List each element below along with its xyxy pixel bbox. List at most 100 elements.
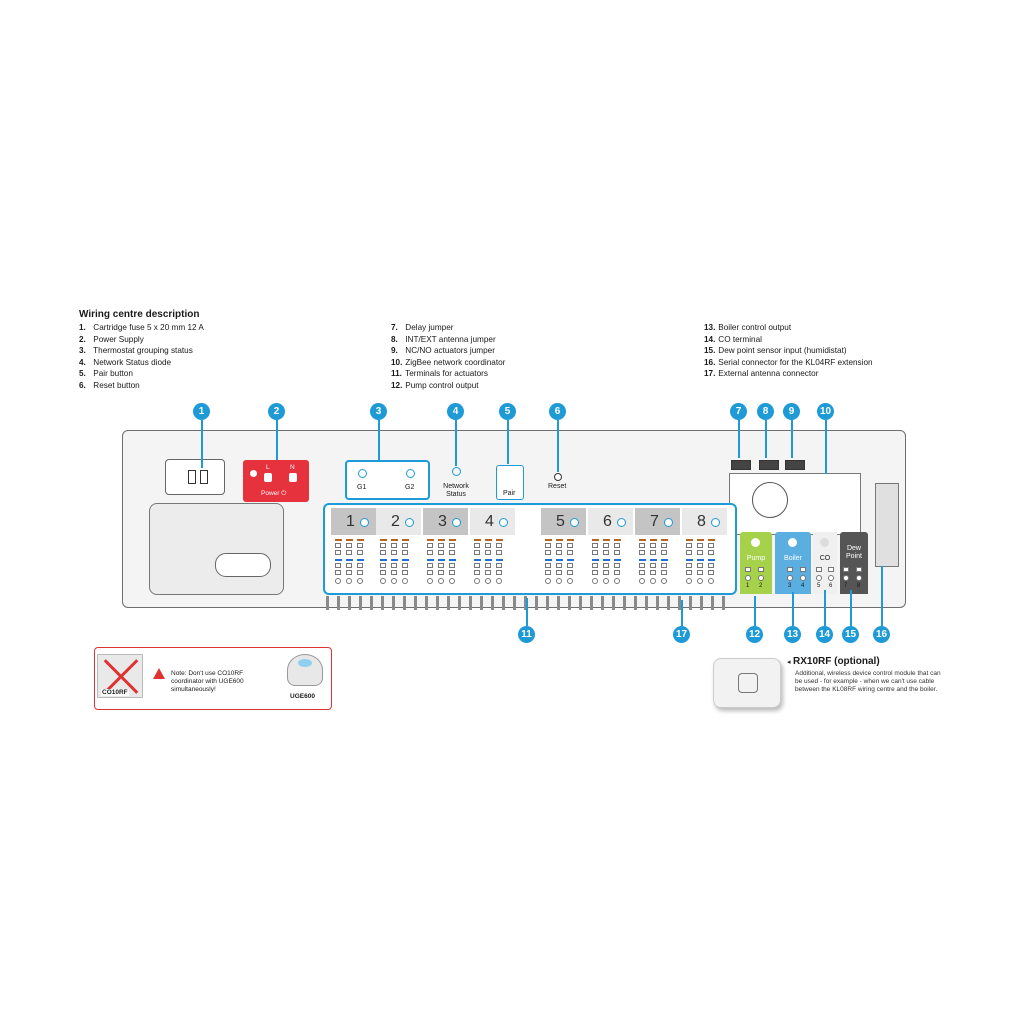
output-terminal[interactable] — [843, 567, 849, 572]
terminal-screw[interactable] — [335, 578, 341, 584]
terminal-screw[interactable] — [427, 578, 433, 584]
actuator-terminal[interactable] — [380, 570, 386, 575]
actuator-terminal[interactable] — [496, 550, 502, 555]
actuator-terminal[interactable] — [485, 563, 491, 568]
actuator-terminal[interactable] — [567, 543, 573, 548]
actuator-terminal[interactable] — [545, 563, 551, 568]
terminal-screw[interactable] — [402, 578, 408, 584]
actuator-terminal[interactable] — [496, 543, 502, 548]
actuator-terminal[interactable] — [380, 563, 386, 568]
output-terminal-screw[interactable] — [745, 575, 751, 581]
actuator-terminal[interactable] — [614, 570, 620, 575]
output-terminal[interactable] — [758, 567, 764, 572]
actuator-terminal[interactable] — [661, 570, 667, 575]
actuator-terminal[interactable] — [335, 543, 341, 548]
output-terminal[interactable] — [816, 567, 822, 572]
actuator-terminal[interactable] — [614, 550, 620, 555]
terminal-screw[interactable] — [485, 578, 491, 584]
actuator-terminal[interactable] — [438, 563, 444, 568]
actuator-terminal[interactable] — [545, 550, 551, 555]
actuator-terminal[interactable] — [357, 550, 363, 555]
output-terminal[interactable] — [828, 567, 834, 572]
actuator-terminal[interactable] — [592, 550, 598, 555]
output-terminal-screw[interactable] — [758, 575, 764, 581]
actuator-terminal[interactable] — [346, 563, 352, 568]
actuator-terminal[interactable] — [603, 550, 609, 555]
actuator-terminal[interactable] — [335, 563, 341, 568]
actuator-terminal[interactable] — [545, 543, 551, 548]
actuator-terminal[interactable] — [556, 543, 562, 548]
terminal-screw[interactable] — [650, 578, 656, 584]
terminal-screw[interactable] — [357, 578, 363, 584]
terminal-screw[interactable] — [496, 578, 502, 584]
actuator-terminal[interactable] — [449, 563, 455, 568]
reset-button[interactable] — [554, 473, 562, 481]
output-terminal-screw[interactable] — [787, 575, 793, 581]
actuator-terminal[interactable] — [357, 543, 363, 548]
actuator-terminal[interactable] — [567, 570, 573, 575]
actuator-terminal[interactable] — [474, 563, 480, 568]
actuator-terminal[interactable] — [592, 543, 598, 548]
actuator-terminal[interactable] — [556, 550, 562, 555]
actuator-terminal[interactable] — [592, 570, 598, 575]
actuator-terminal[interactable] — [335, 570, 341, 575]
delay-jumper[interactable] — [731, 460, 751, 470]
actuator-terminal[interactable] — [686, 563, 692, 568]
actuator-terminal[interactable] — [686, 543, 692, 548]
actuator-terminal[interactable] — [650, 550, 656, 555]
actuator-terminal[interactable] — [697, 543, 703, 548]
actuator-terminal[interactable] — [427, 550, 433, 555]
actuator-terminal[interactable] — [357, 563, 363, 568]
output-terminal-screw[interactable] — [843, 575, 849, 581]
actuator-terminal[interactable] — [346, 543, 352, 548]
actuator-terminal[interactable] — [402, 563, 408, 568]
nc-no-jumper[interactable] — [785, 460, 805, 470]
terminal-screw[interactable] — [614, 578, 620, 584]
terminal-screw[interactable] — [661, 578, 667, 584]
actuator-terminal[interactable] — [545, 570, 551, 575]
actuator-terminal[interactable] — [567, 550, 573, 555]
output-terminal-screw[interactable] — [828, 575, 834, 581]
actuator-terminal[interactable] — [391, 543, 397, 548]
actuator-terminal[interactable] — [402, 550, 408, 555]
actuator-terminal[interactable] — [485, 550, 491, 555]
actuator-terminal[interactable] — [650, 570, 656, 575]
actuator-terminal[interactable] — [556, 563, 562, 568]
output-terminal[interactable] — [787, 567, 793, 572]
actuator-terminal[interactable] — [449, 550, 455, 555]
output-terminal-screw[interactable] — [856, 575, 862, 581]
output-terminal[interactable] — [800, 567, 806, 572]
output-terminal-screw[interactable] — [800, 575, 806, 581]
actuator-terminal[interactable] — [485, 570, 491, 575]
output-terminal[interactable] — [745, 567, 751, 572]
terminal-screw[interactable] — [474, 578, 480, 584]
actuator-terminal[interactable] — [592, 563, 598, 568]
actuator-terminal[interactable] — [438, 550, 444, 555]
actuator-terminal[interactable] — [380, 550, 386, 555]
actuator-terminal[interactable] — [380, 543, 386, 548]
actuator-terminal[interactable] — [357, 570, 363, 575]
actuator-terminal[interactable] — [391, 563, 397, 568]
actuator-terminal[interactable] — [346, 550, 352, 555]
actuator-terminal[interactable] — [614, 543, 620, 548]
actuator-terminal[interactable] — [496, 570, 502, 575]
actuator-terminal[interactable] — [686, 550, 692, 555]
actuator-terminal[interactable] — [661, 543, 667, 548]
terminal-screw[interactable] — [708, 578, 714, 584]
actuator-terminal[interactable] — [697, 563, 703, 568]
actuator-terminal[interactable] — [485, 543, 491, 548]
actuator-terminal[interactable] — [391, 550, 397, 555]
actuator-terminal[interactable] — [427, 543, 433, 548]
actuator-terminal[interactable] — [639, 570, 645, 575]
actuator-terminal[interactable] — [427, 563, 433, 568]
terminal-screw[interactable] — [686, 578, 692, 584]
output-terminal-screw[interactable] — [816, 575, 822, 581]
terminal-screw[interactable] — [639, 578, 645, 584]
terminal-screw[interactable] — [556, 578, 562, 584]
actuator-terminal[interactable] — [650, 563, 656, 568]
actuator-terminal[interactable] — [567, 563, 573, 568]
actuator-terminal[interactable] — [438, 543, 444, 548]
terminal-screw[interactable] — [592, 578, 598, 584]
actuator-terminal[interactable] — [391, 570, 397, 575]
terminal-screw[interactable] — [391, 578, 397, 584]
